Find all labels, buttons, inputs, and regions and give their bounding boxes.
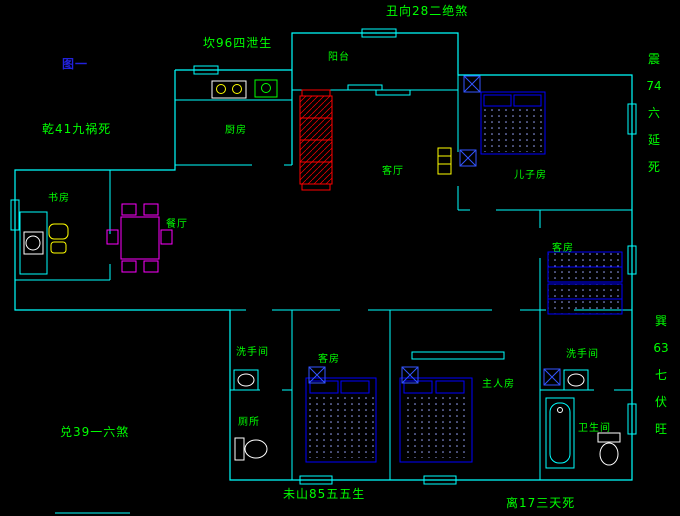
dining-set xyxy=(106,203,173,273)
study-desk xyxy=(19,211,69,275)
toilet-left xyxy=(234,437,268,461)
windows xyxy=(10,28,637,485)
room-label-living: 客厅 xyxy=(382,166,404,177)
ac-symbol xyxy=(459,149,477,167)
room-label-wash-left: 洗手间 xyxy=(236,347,269,358)
sofa xyxy=(299,89,333,191)
kitchen-fixtures xyxy=(175,79,292,101)
figure-number-label: 图一 xyxy=(62,57,89,71)
room-label-bathroom: 卫生间 xyxy=(578,423,611,434)
ac-symbol xyxy=(401,366,419,384)
ac-symbol xyxy=(543,368,561,386)
room-label-master: 主人房 xyxy=(482,379,515,390)
basin-left xyxy=(233,369,259,391)
tv-cabinet xyxy=(437,147,452,175)
fengshui-label-bottom-center: 未山85五五生 xyxy=(283,487,366,501)
fengshui-label-left: 乾41九祸死 xyxy=(42,122,112,136)
room-label-dining: 餐厅 xyxy=(166,219,188,230)
fengshui-label-bottom-right: 离17三天死 xyxy=(506,496,576,510)
fengshui-label-top: 丑向28二绝煞 xyxy=(386,4,469,18)
ac-symbol xyxy=(463,75,481,93)
room-label-study: 书房 xyxy=(48,193,70,204)
room-label-toilet: 厕所 xyxy=(238,417,260,428)
master-wardrobe xyxy=(411,351,505,360)
bed-master-room xyxy=(399,377,473,463)
basin-right xyxy=(563,369,589,391)
fengshui-label-top-left: 坎96四泄生 xyxy=(203,36,273,50)
room-label-guest-lower: 客房 xyxy=(318,354,340,365)
bed-sons-room xyxy=(480,91,546,155)
sliding-door xyxy=(347,84,411,96)
room-label-guest-upper: 客房 xyxy=(552,243,574,254)
fengshui-label-right-lower: 巽 63 七 伏 旺 xyxy=(653,314,669,436)
fengshui-label-bottom-left: 兑39一六煞 xyxy=(60,425,130,439)
fengshui-label-right-upper: 震 74 六 延 死 xyxy=(646,52,662,174)
bed-guest-room xyxy=(305,377,377,463)
bunk-beds-guest-room xyxy=(547,251,623,315)
room-label-balcony: 阳台 xyxy=(328,52,350,63)
room-label-wash-right: 洗手间 xyxy=(566,349,599,360)
room-label-kitchen: 厨房 xyxy=(225,125,247,136)
ac-symbol xyxy=(308,366,326,384)
bathtub xyxy=(545,397,575,469)
room-label-son: 儿子房 xyxy=(514,170,547,181)
toilet-right xyxy=(597,432,621,466)
ac-symbols xyxy=(308,75,561,386)
